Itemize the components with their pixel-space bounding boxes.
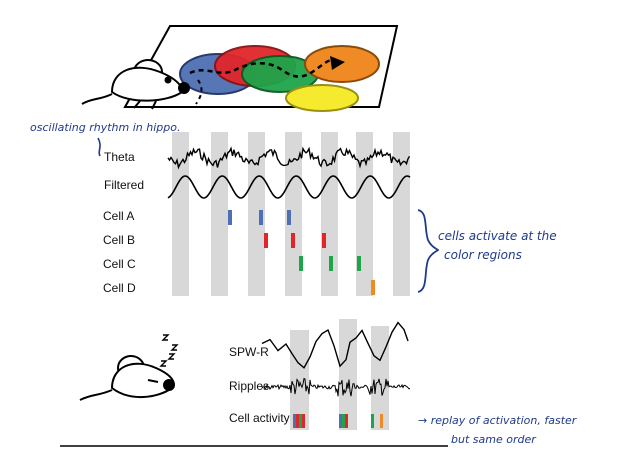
cells-activate-annotation-line2: color regions [444,248,522,262]
arena-illustration [123,25,399,112]
replay-spike [380,414,383,428]
replay-annotation-line2: but same order [451,433,537,446]
replay-spike [293,414,296,428]
replay-spike [302,414,305,428]
theta-band [211,132,228,296]
spike [264,233,268,248]
spwr-trace [261,321,409,369]
cell-d-label: Cell D [103,281,136,295]
oscillating-annotation: oscillating rhythm in hippo. [30,121,180,134]
cells-bracket [417,209,440,293]
snore-z-icons [159,334,179,367]
cell-c-label: Cell C [103,257,136,271]
replay-spike [296,414,299,428]
replay-spike [345,414,348,428]
place-field-orange [304,45,380,83]
spike [291,233,295,248]
theta-gray-bands [172,132,410,296]
replay-cell-activity [293,414,383,428]
sleep-band [290,330,309,430]
spike [322,233,326,248]
spike [357,256,361,271]
theta-band [321,132,338,296]
place-field-yellow [285,84,359,112]
cell-a-label: Cell A [103,209,134,223]
cell-b-spikes [264,233,326,248]
trajectory-arrowhead [330,56,345,70]
cells-activate-annotation-line1: cells activate at the [438,229,557,243]
spike [228,210,232,225]
replay-spike [342,414,345,428]
sleeping-mouse-icon [79,355,175,401]
theta-band [172,132,189,296]
cell-d-spikes [371,280,375,295]
annotation-pointer [97,137,101,157]
theta-band [285,132,302,296]
trajectory-tail [195,79,203,105]
replay-spike [371,414,374,428]
replay-spike [299,414,302,428]
spike [371,280,375,295]
spike [329,256,333,271]
filtered-label: Filtered [104,178,144,192]
theta-band [356,132,373,296]
theta-band [248,132,265,296]
cell-b-label: Cell B [103,233,135,247]
spwr-label: SPW-R [229,345,269,359]
theta-band [393,132,410,296]
mouse-trajectory [189,59,339,78]
theta-raw-trace [167,146,411,170]
replay-annotation-line1: → replay of activation, faster [418,414,578,427]
spike [299,256,303,271]
replay-spike [339,414,342,428]
spike [287,210,291,225]
sleep-band [371,326,389,430]
awake-mouse-icon [81,59,190,110]
cell-activity-label: Cell activity [229,411,290,425]
cell-c-spikes [299,256,361,271]
cell-a-spikes [228,210,291,225]
ripples-label: Ripples [229,379,269,393]
ripples-trace [261,377,411,397]
spike [259,210,263,225]
theta-label: Theta [104,150,135,164]
sleep-band [339,319,357,430]
theta-filtered-trace [167,175,411,199]
sleep-gray-bands [290,319,389,430]
